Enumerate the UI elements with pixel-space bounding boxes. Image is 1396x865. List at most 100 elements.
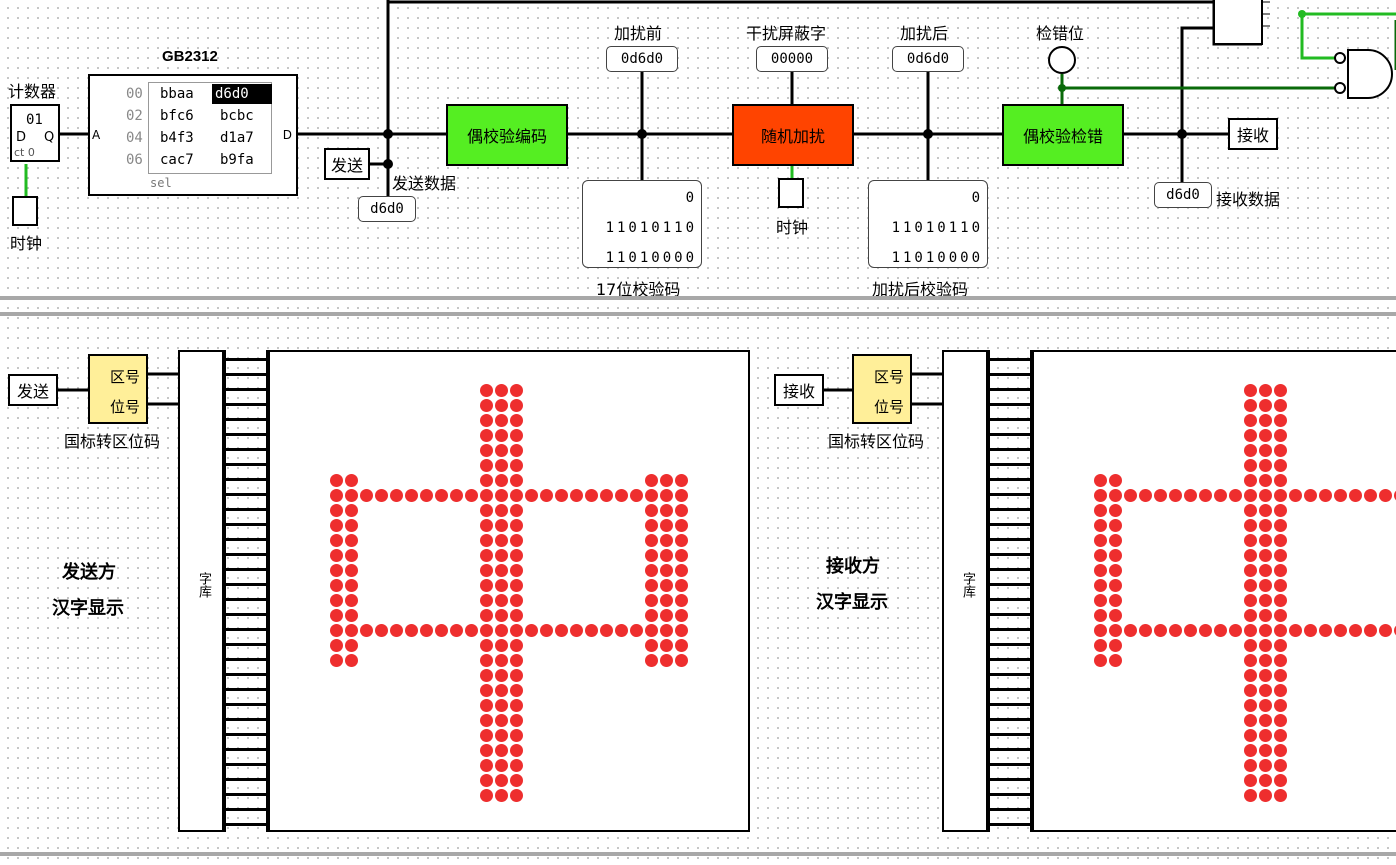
led-dot xyxy=(1274,789,1287,802)
led-dot xyxy=(1244,699,1257,712)
led-dot xyxy=(1274,399,1287,412)
font-pin-line xyxy=(226,553,270,556)
led-dot xyxy=(1259,534,1272,547)
recv-data-label: 接收数据 xyxy=(1216,190,1281,209)
recv-tunnel[interactable]: 接收 xyxy=(1228,118,1278,150)
led-dot xyxy=(510,654,523,667)
led-dot xyxy=(1364,489,1377,502)
rom-addr: 04 xyxy=(126,130,143,146)
led-dot xyxy=(510,759,523,772)
after-noise-probe: 0d6d0 xyxy=(892,46,964,72)
parity-checker[interactable]: 偶校验检错 xyxy=(1002,104,1124,166)
led-dot xyxy=(345,474,358,487)
font-pin-line xyxy=(990,418,1034,421)
led-dot xyxy=(675,549,688,562)
counter-clock[interactable] xyxy=(12,196,38,226)
led-dot xyxy=(1244,654,1257,667)
led-dot xyxy=(375,489,388,502)
rom-addr: 00 xyxy=(126,86,143,102)
sender-font-pins xyxy=(224,350,270,832)
receiver-tunnel[interactable]: 接收 xyxy=(774,374,824,406)
led-dot xyxy=(510,459,523,472)
led-dot xyxy=(1274,699,1287,712)
led-dot xyxy=(390,624,403,637)
led-dot xyxy=(1259,429,1272,442)
led-dot xyxy=(1274,744,1287,757)
led-dot xyxy=(480,639,493,652)
led-dot xyxy=(1394,489,1396,502)
led-dot xyxy=(1244,669,1257,682)
led-dot xyxy=(1259,594,1272,607)
led-dot xyxy=(465,489,478,502)
led-dot xyxy=(1334,624,1347,637)
random-noise-block[interactable]: 随机加扰 xyxy=(732,104,854,166)
font-pin-line xyxy=(990,703,1034,706)
led-dot xyxy=(675,489,688,502)
led-dot xyxy=(1244,489,1257,502)
receiver-font-pins xyxy=(988,350,1034,832)
parity17-row: 0 xyxy=(685,190,697,206)
led-dot xyxy=(510,669,523,682)
led-dot xyxy=(1349,624,1362,637)
led-dot xyxy=(1259,714,1272,727)
counter[interactable]: 01 D Q ct 0 xyxy=(10,104,60,162)
led-dot xyxy=(1244,444,1257,457)
led-dot xyxy=(510,699,523,712)
led-dot xyxy=(465,624,478,637)
receiver-conv-out2: 位号 xyxy=(873,398,904,416)
led-dot xyxy=(645,579,658,592)
led-dot xyxy=(510,684,523,697)
led-dot xyxy=(615,489,628,502)
led-dot xyxy=(1214,624,1227,637)
led-dot xyxy=(480,459,493,472)
font-pin-line xyxy=(226,733,270,736)
gb2312-rom[interactable]: A D 00 bbaa d6d0 02 bfc6 bcbc 04 b4f3 d1… xyxy=(88,74,298,196)
send-tunnel[interactable]: 发送 xyxy=(324,148,370,180)
led-dot xyxy=(585,624,598,637)
noise-clock[interactable] xyxy=(778,178,804,208)
led-dot xyxy=(1274,654,1287,667)
sender-gb-converter[interactable]: 区号 位号 xyxy=(88,354,148,424)
led-dot xyxy=(510,579,523,592)
led-dot xyxy=(495,444,508,457)
led-dot xyxy=(645,654,658,667)
led-dot xyxy=(480,504,493,517)
led-dot xyxy=(330,564,343,577)
led-dot xyxy=(330,594,343,607)
led-dot xyxy=(480,789,493,802)
led-dot xyxy=(645,534,658,547)
led-dot xyxy=(345,639,358,652)
led-dot xyxy=(510,744,523,757)
led-dot xyxy=(1139,624,1152,637)
sender-font-rom[interactable]: 字库 xyxy=(178,350,224,832)
font-pin-line xyxy=(990,388,1034,391)
led-dot xyxy=(1244,504,1257,517)
led-dot xyxy=(480,549,493,562)
led-dot xyxy=(1244,744,1257,757)
led-dot xyxy=(480,669,493,682)
led-dot xyxy=(1109,564,1122,577)
receiver-font-rom[interactable]: 字库 xyxy=(942,350,988,832)
sender-tunnel[interactable]: 发送 xyxy=(8,374,58,406)
led-dot xyxy=(495,654,508,667)
section-divider xyxy=(0,312,1396,316)
led-dot xyxy=(1244,774,1257,787)
led-dot xyxy=(1259,414,1272,427)
rom-addr: 02 xyxy=(126,108,143,124)
parity-encoder[interactable]: 偶校验编码 xyxy=(446,104,568,166)
led-dot xyxy=(1274,774,1287,787)
led-dot xyxy=(585,489,598,502)
font-pin-line xyxy=(990,793,1034,796)
receiver-gb-converter[interactable]: 区号 位号 xyxy=(852,354,912,424)
counter-value: 01 xyxy=(26,112,43,128)
led-dot xyxy=(1094,489,1107,502)
font-pin-line xyxy=(226,628,270,631)
font-pin-line xyxy=(226,463,270,466)
led-dot xyxy=(1259,489,1272,502)
led-dot xyxy=(345,654,358,667)
led-dot xyxy=(480,519,493,532)
led-dot xyxy=(675,654,688,667)
led-dot xyxy=(1109,489,1122,502)
led-dot xyxy=(480,774,493,787)
font-pin-line xyxy=(990,748,1034,751)
